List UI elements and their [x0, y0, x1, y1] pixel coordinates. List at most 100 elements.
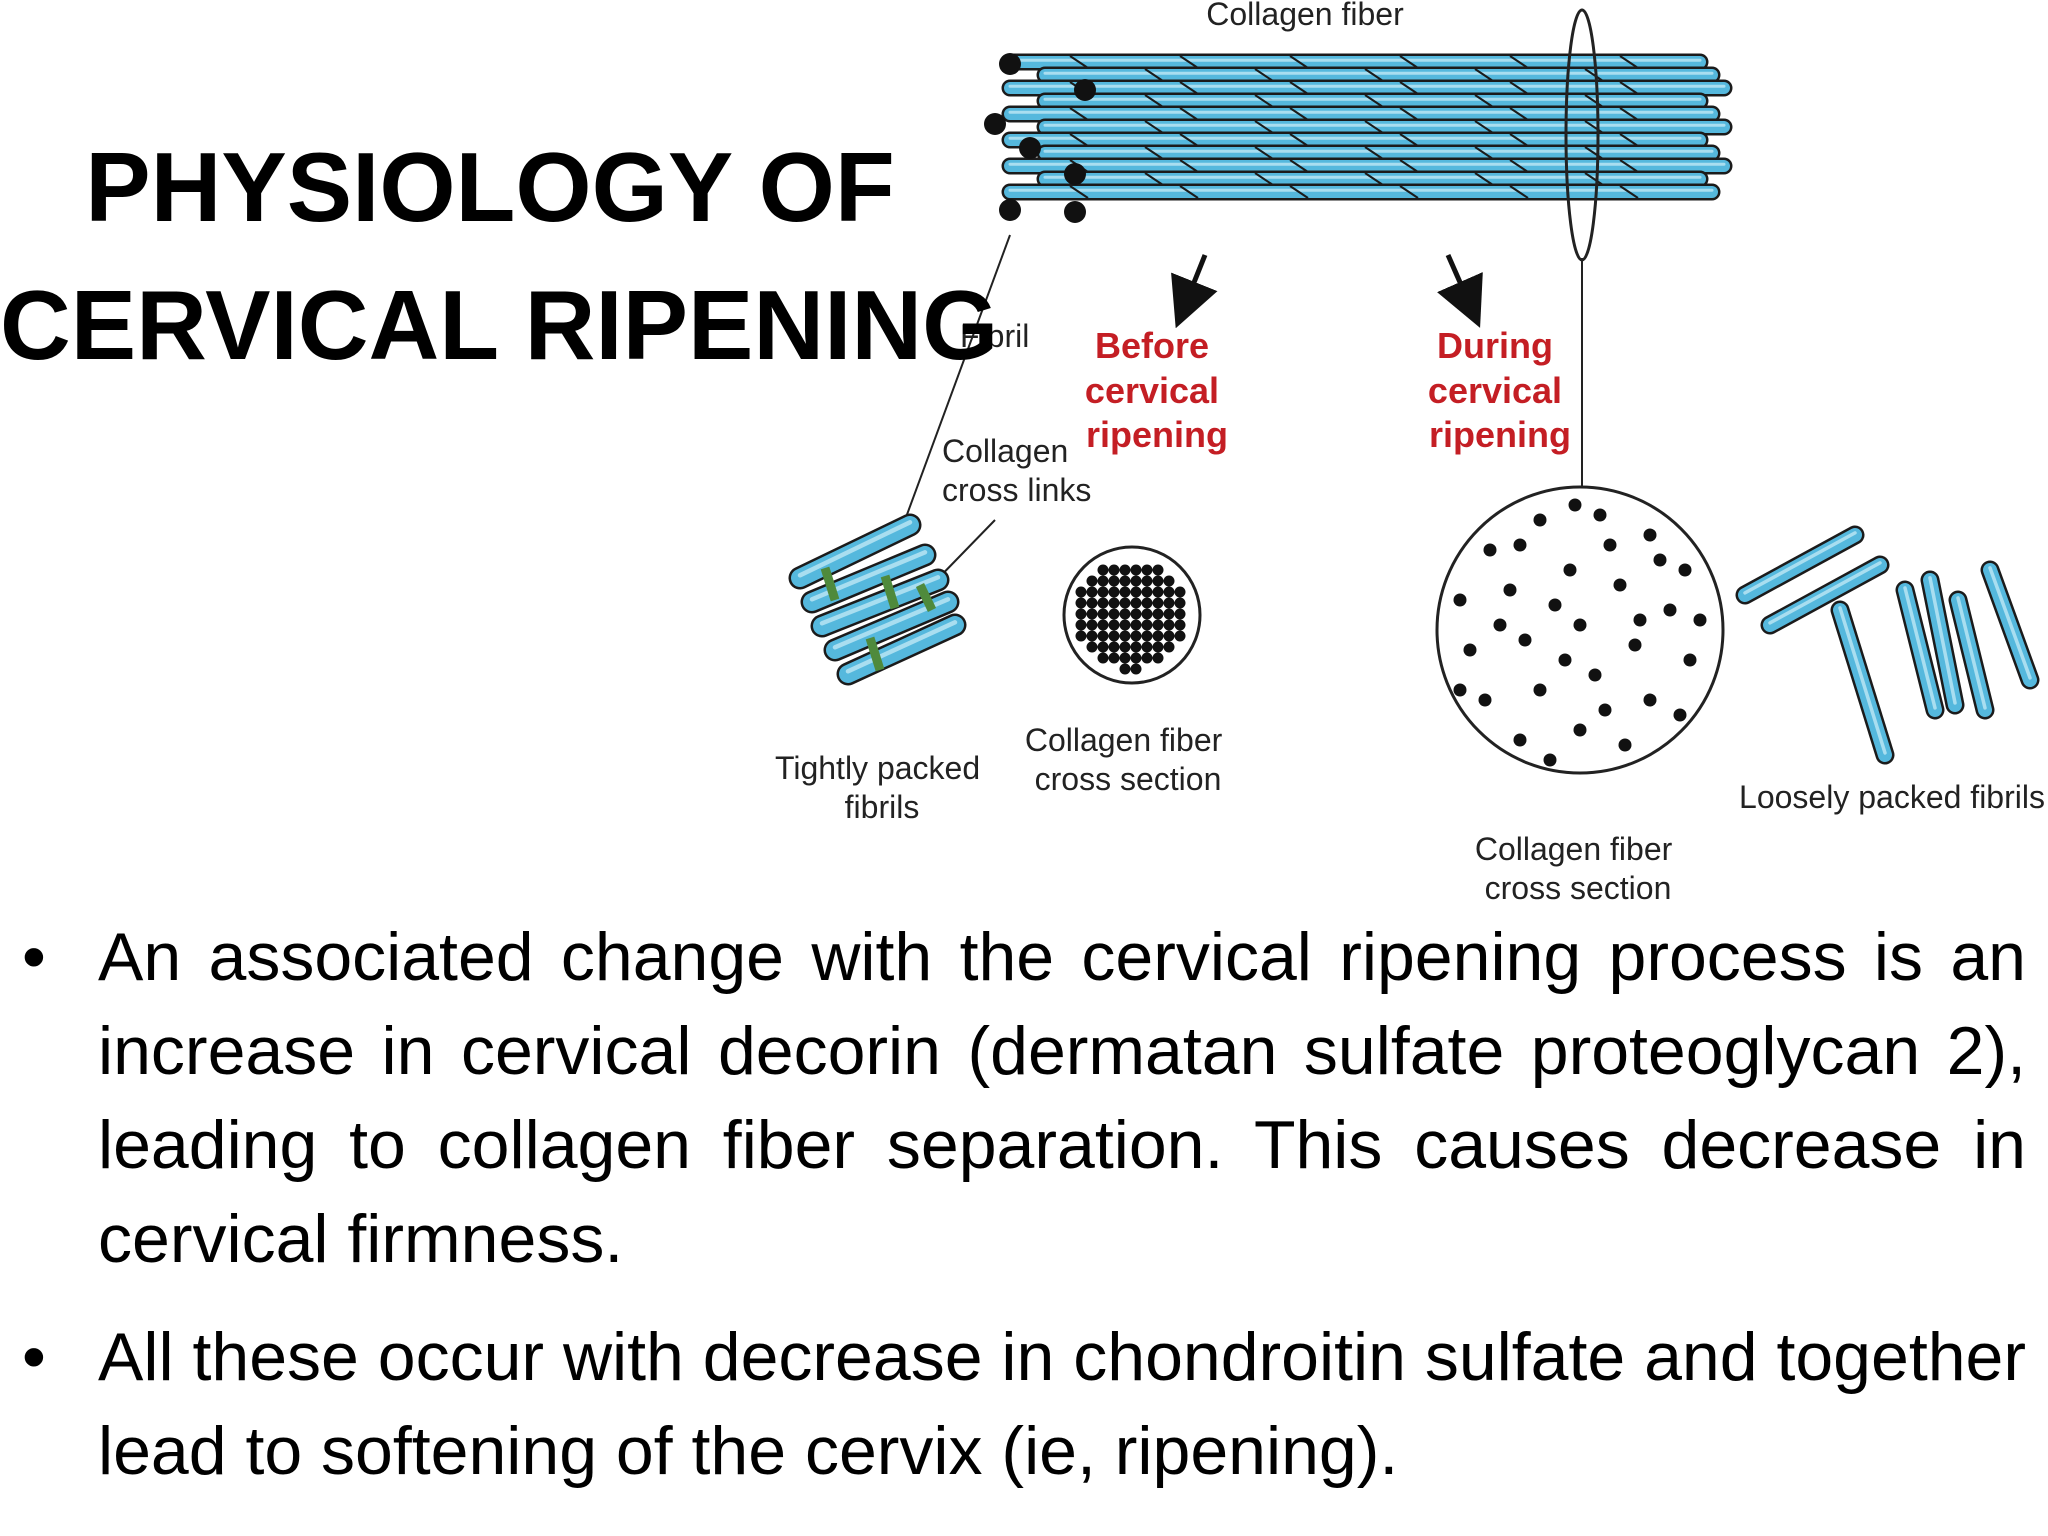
fibril-dot — [1097, 586, 1109, 598]
fibril-dot — [1643, 693, 1657, 707]
fibril-segment-mark — [1619, 159, 1639, 173]
fibril-dot — [1141, 652, 1153, 664]
bullet-text: All these occur with decrease in chondro… — [98, 1319, 2026, 1489]
fibril-segment-mark — [1399, 107, 1419, 121]
fibril-segment-mark — [1474, 146, 1494, 160]
fibril-segment-mark — [1509, 159, 1529, 173]
fibril-segment-mark — [1289, 81, 1309, 95]
fibril-segment-mark — [1254, 172, 1274, 186]
fibril-rod — [1760, 555, 1890, 635]
fibril-dot — [1141, 564, 1153, 576]
fibril-dot — [1588, 668, 1602, 682]
crosslink-band — [880, 574, 900, 610]
fibril-dot — [1086, 608, 1098, 620]
fibril-dot — [1453, 683, 1467, 697]
fibril-dot — [1141, 608, 1153, 620]
fibril-dot — [1558, 653, 1572, 667]
fibril-dot — [1086, 586, 1098, 598]
fibril-dot — [1152, 564, 1164, 576]
fibril-dot — [1086, 597, 1098, 609]
fibril-rod — [1036, 144, 1721, 162]
fibril-segment-mark — [1584, 94, 1604, 108]
fibril-segment-mark — [1179, 81, 1199, 95]
fibril-rod — [1920, 570, 1965, 715]
fibril-dot — [1097, 597, 1109, 609]
fibril-dot — [1653, 553, 1667, 567]
fibril-dot — [1119, 597, 1131, 609]
fibril-rod — [1001, 105, 1721, 123]
slide-title: PHYSIOLOGY OF CERVICAL RIPENING — [0, 118, 998, 394]
loosely-packed-fibrils — [1735, 525, 2040, 765]
fibril-dot — [1108, 586, 1120, 598]
fibril-dot — [1548, 598, 1562, 612]
fibril-dot — [1130, 663, 1142, 675]
fibril-dot — [1097, 564, 1109, 576]
fibril-end-cap — [999, 53, 1021, 75]
fibril-rod — [1980, 560, 2040, 690]
fibril-dot — [1643, 528, 1657, 542]
title-line-1: PHYSIOLOGY OF — [85, 132, 895, 242]
fibril-segment-mark — [1399, 159, 1419, 173]
fibril-dot — [1130, 641, 1142, 653]
fibril-dot — [1513, 538, 1527, 552]
fibril-dot — [1086, 619, 1098, 631]
collagen-diagram: Collagen fiber Fibril Collagen cross lin… — [775, 0, 2045, 906]
fibril-dot — [1130, 608, 1142, 620]
fibril-dot — [1141, 641, 1153, 653]
fibril-segment-mark — [1364, 68, 1384, 82]
fibril-dot — [1097, 641, 1109, 653]
fibril-segment-mark — [1179, 107, 1199, 121]
fibril-segment-mark — [1254, 146, 1274, 160]
fibril-dot — [1543, 753, 1557, 767]
fibril-dot — [1141, 630, 1153, 642]
before-arrow — [1171, 254, 1218, 329]
fibril-segment-mark — [1509, 185, 1529, 199]
fibril-dot — [1478, 693, 1492, 707]
fibril-rod — [1001, 183, 1721, 201]
label-before-ripening: Before cervical ripening — [1085, 325, 1229, 455]
fibril-dot — [1130, 586, 1142, 598]
fibril-dot — [1086, 630, 1098, 642]
fibril-segment-mark — [1474, 94, 1494, 108]
fibril-segment-mark — [1364, 172, 1384, 186]
fibril-dot — [1152, 586, 1164, 598]
fibril-segment-mark — [1144, 94, 1164, 108]
fibril-rod — [1001, 131, 1709, 149]
fibril-segment-mark — [1144, 146, 1164, 160]
fibril-dot — [1453, 593, 1467, 607]
fibril-dot — [1163, 586, 1175, 598]
fibril-rod — [1001, 53, 1709, 71]
fibril-dot — [1108, 652, 1120, 664]
fibril-dot — [1119, 564, 1131, 576]
fibril-rod — [1830, 600, 1895, 765]
fibril-dot — [1503, 583, 1517, 597]
fibril-rod — [836, 613, 967, 686]
fibril-dot — [1563, 563, 1577, 577]
fibril-dot — [1568, 498, 1582, 512]
fibril-end-cap — [1064, 163, 1086, 185]
fibril-dot — [1119, 641, 1131, 653]
fibril-dot — [1130, 619, 1142, 631]
fibril-dot — [1141, 619, 1153, 631]
fibril-segment-mark — [1399, 185, 1419, 199]
fibril-segment-mark — [1289, 55, 1309, 69]
fibril-dot — [1141, 575, 1153, 587]
fibril-dot — [1618, 738, 1632, 752]
fibril-segment-mark — [1289, 107, 1309, 121]
fibril-segment-mark — [1254, 68, 1274, 82]
fibril-segment-mark — [1509, 55, 1529, 69]
fibril-end-cap — [984, 113, 1006, 135]
fibril-dot — [1693, 613, 1707, 627]
fibril-dot — [1119, 575, 1131, 587]
bullet-item: • All these occur with decrease in chond… — [22, 1310, 2026, 1498]
fibril-segment-mark — [1474, 68, 1494, 82]
fibril-segment-mark — [1619, 133, 1639, 147]
fibril-rod — [788, 513, 922, 590]
fibril-dot — [1163, 575, 1175, 587]
fibril-end-cap — [1019, 137, 1041, 159]
fibril-dot — [1119, 619, 1131, 631]
fibril-dot — [1152, 575, 1164, 587]
crosslink-band — [820, 566, 840, 602]
cross-section-before — [1062, 545, 1202, 685]
fibril-dot — [1493, 618, 1507, 632]
